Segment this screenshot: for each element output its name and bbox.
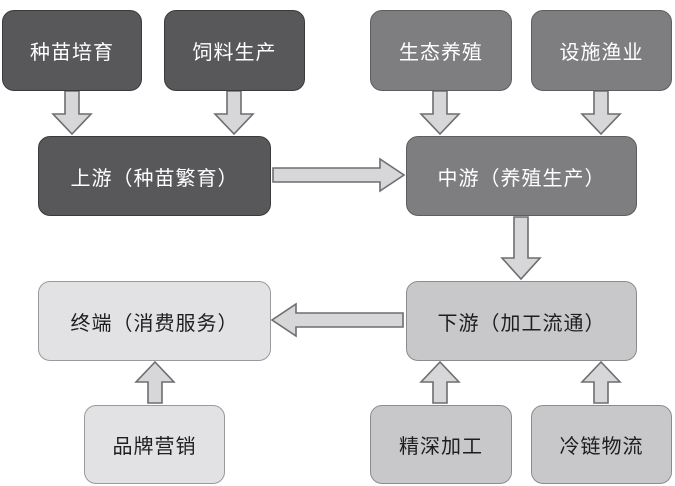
arrow-ecology-to-midstream [419,90,461,136]
box-upstream: 上游（种苗繁育） [38,136,271,216]
box-ecological-farming: 生态养殖 [370,10,512,91]
arrow-processing-to-downstream [419,360,461,404]
arrow-coldchain-to-downstream [580,360,622,404]
box-feed-production: 饲料生产 [164,10,305,91]
arrow-midstream-to-downstream [500,216,542,281]
box-cold-chain-logistics: 冷链物流 [531,405,672,484]
box-deep-processing: 精深加工 [370,405,512,484]
arrow-facility-to-midstream [580,90,622,136]
box-facility-fishery: 设施渔业 [531,10,672,91]
box-terminal: 终端（消费服务） [38,281,271,361]
box-midstream: 中游（养殖生产） [406,136,637,216]
arrow-feed-to-upstream [213,90,255,136]
box-brand-marketing: 品牌营销 [84,405,225,484]
arrow-downstream-to-terminal [270,302,404,338]
arrow-upstream-to-midstream [272,157,406,193]
arrow-brand-to-terminal [134,360,176,404]
box-downstream: 下游（加工流通） [406,281,637,361]
box-seedling-cultivation: 种苗培育 [2,10,142,91]
arrow-seedling-to-upstream [51,90,93,136]
